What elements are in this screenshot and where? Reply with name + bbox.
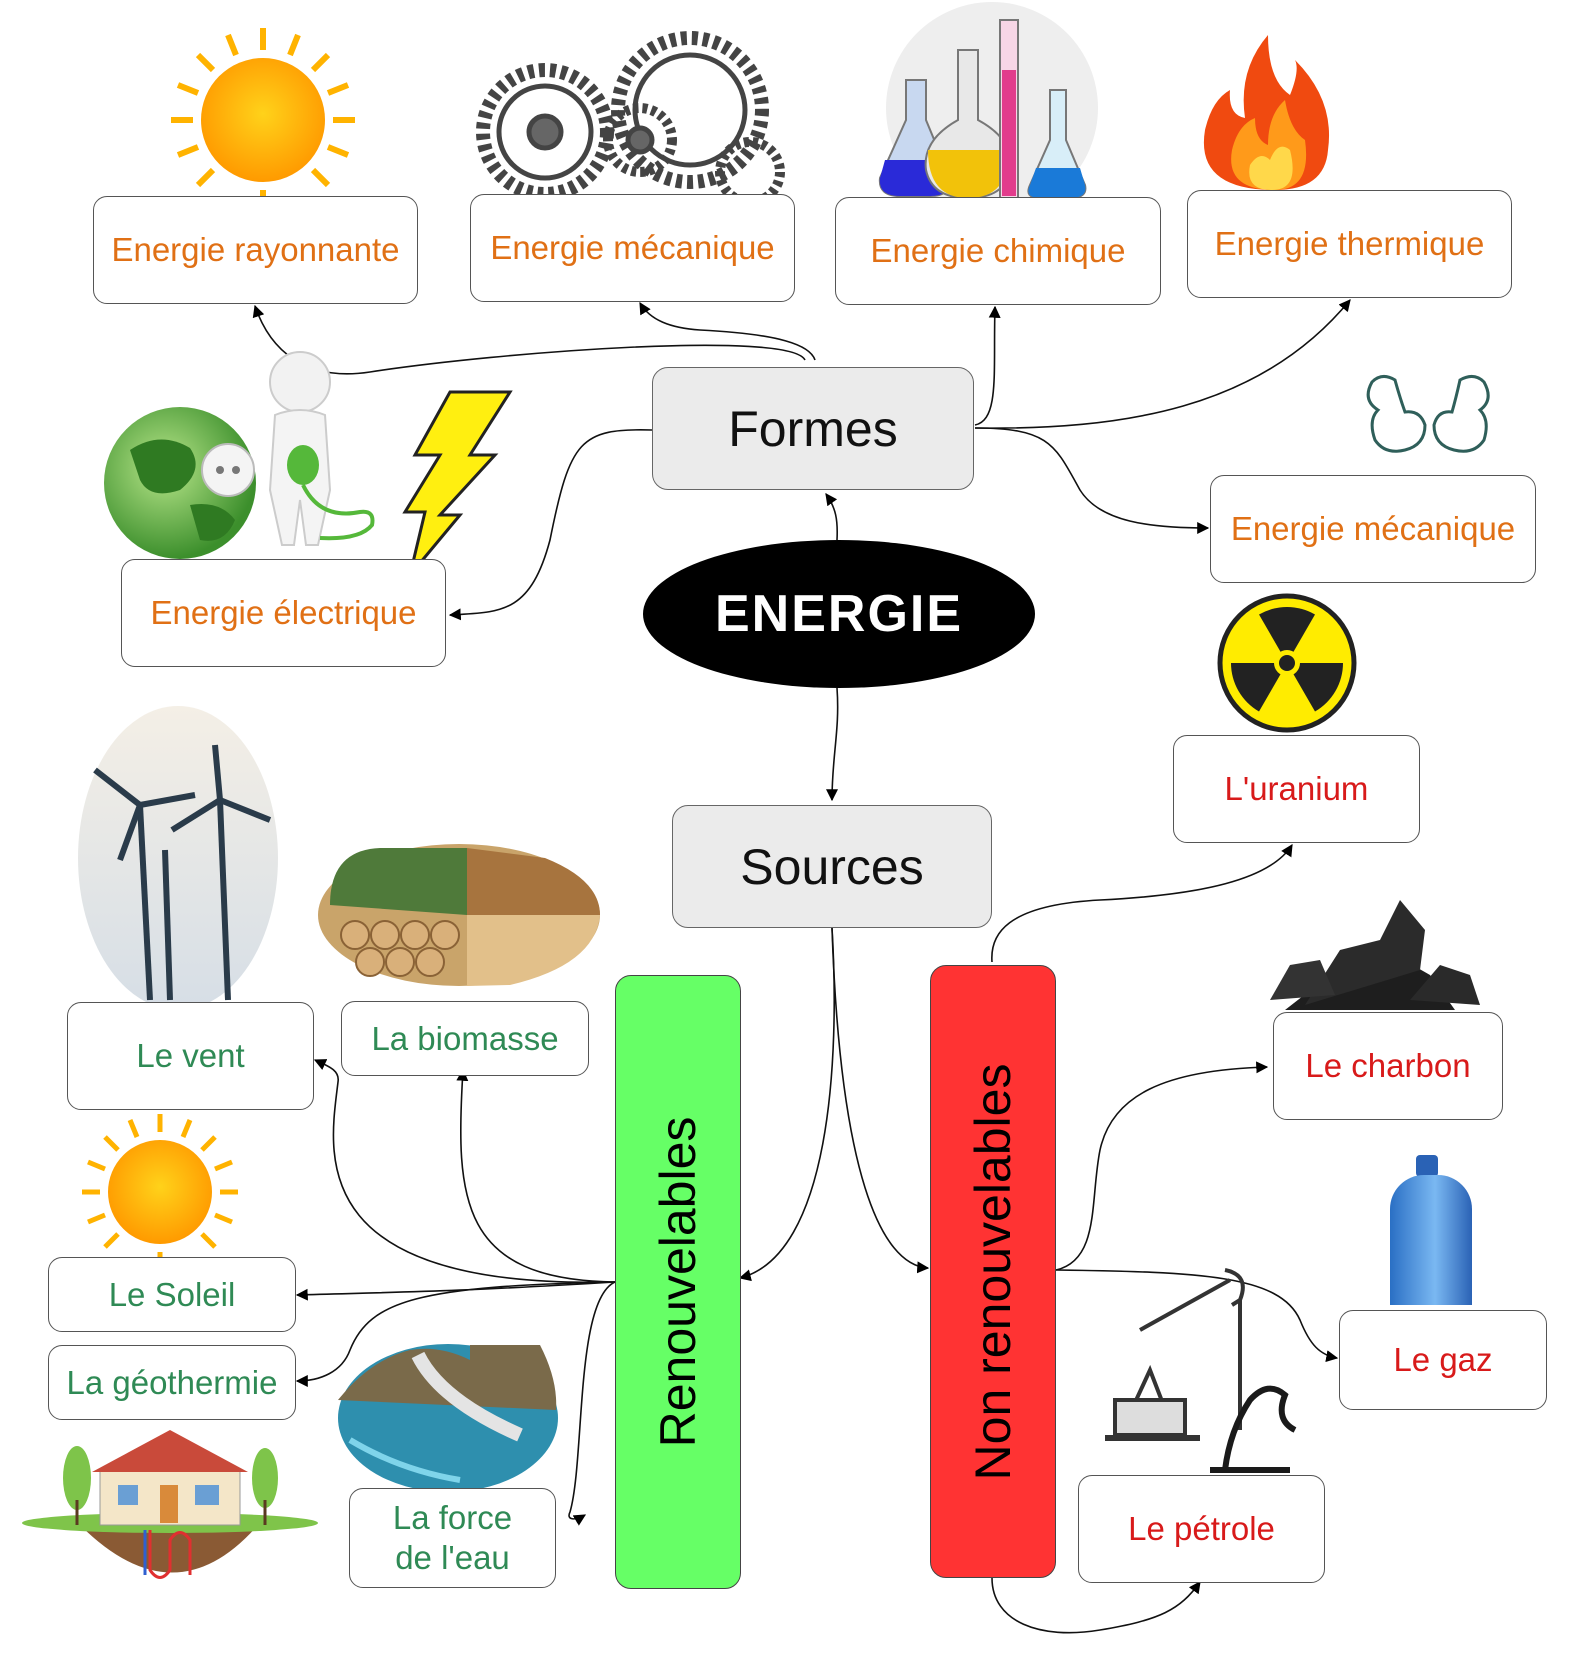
- la-biomasse-label: La biomasse: [371, 1019, 559, 1057]
- le-charbon-label: Le charbon: [1305, 1047, 1471, 1084]
- energie-label: ENERGIE: [714, 585, 964, 643]
- non-renouvelables-bar[interactable]: Non renouvelables: [930, 965, 1056, 1578]
- energie-rayonnante-label: Energie rayonnante: [111, 231, 400, 268]
- sun-icon: [82, 1114, 238, 1270]
- energie-thermique-node[interactable]: Energie thermique: [1187, 190, 1512, 298]
- la-force-de-l-eau-node[interactable]: La force de l'eau: [349, 1488, 556, 1588]
- le-vent-node[interactable]: Le vent: [67, 1002, 314, 1110]
- edge-formes-rayonnante: [252, 304, 806, 375]
- energie-chimique-node[interactable]: Energie chimique: [835, 197, 1161, 305]
- l-uranium-node[interactable]: L'uranium: [1173, 735, 1420, 843]
- la-force-de-l-eau-label: La force de l'eau: [392, 1499, 513, 1576]
- le-gaz-label: Le gaz: [1393, 1341, 1493, 1378]
- edge-ren-soleil: [295, 1281, 616, 1301]
- renouvelables-label: Renouvelables: [650, 1116, 706, 1448]
- edge-nonren-gaz: [1055, 1269, 1339, 1363]
- le-soleil-label: Le Soleil: [108, 1275, 236, 1313]
- radiation-icon: [1217, 593, 1357, 733]
- gas-bottle-icon: [1390, 1155, 1472, 1305]
- edge-ren-eau: [568, 1281, 616, 1526]
- edge-formes-thermique: [974, 299, 1351, 429]
- la-geothermie-label: La géothermie: [66, 1363, 278, 1401]
- edge-energie-sources: [826, 687, 839, 802]
- l-uranium-label: L'uranium: [1224, 770, 1369, 807]
- edge-formes-mecanique-1: [639, 301, 816, 361]
- edge-formes-chimique: [974, 305, 1001, 426]
- energie-thermique-label: Energie thermique: [1214, 225, 1485, 262]
- gears-icon: [476, 31, 785, 207]
- energie-mecanique-node[interactable]: Energie mécanique: [470, 194, 795, 302]
- edge-ren-geothermie: [295, 1281, 616, 1387]
- lightning-icon: [402, 390, 513, 576]
- muscles-icon: [1366, 375, 1490, 453]
- sources-node[interactable]: Sources: [672, 805, 992, 928]
- edge-formes-mecanique-2: [974, 427, 1210, 534]
- la-biomasse-node[interactable]: La biomasse: [341, 1001, 589, 1076]
- oil-pump-icon: [1105, 1268, 1297, 1473]
- edge-sources-non-renouvelables: [831, 927, 930, 1274]
- edge-nonren-charbon: [1055, 1061, 1269, 1271]
- sun-icon: [171, 28, 355, 212]
- edge-ren-vent: [313, 1059, 616, 1284]
- energie-mecanique-2-label: Energie mécanique: [1230, 510, 1516, 547]
- wind-turbines-icon: [78, 706, 278, 1010]
- flame-icon: [1203, 35, 1330, 190]
- le-vent-label: Le vent: [136, 1037, 245, 1074]
- dam-icon: [338, 1344, 558, 1492]
- energie-mecanique-label: Energie mécanique: [490, 229, 775, 266]
- earth-plug-icon: [104, 351, 375, 559]
- formes-node[interactable]: Formes: [652, 367, 974, 490]
- le-soleil-node[interactable]: Le Soleil: [48, 1257, 296, 1332]
- edge-nonren-petrole: [991, 1577, 1201, 1634]
- energie-chimique-label: Energie chimique: [870, 232, 1126, 269]
- energie-rayonnante-node[interactable]: Energie rayonnante: [93, 196, 418, 304]
- wood-logs-icon: [318, 844, 600, 986]
- geothermal-house-icon: [22, 1430, 318, 1579]
- formes-label: Formes: [728, 400, 898, 457]
- la-geothermie-node[interactable]: La géothermie: [48, 1345, 296, 1420]
- energie-electrique-label: Energie électrique: [150, 594, 417, 631]
- le-petrole-label: Le pétrole: [1128, 1510, 1275, 1547]
- le-gaz-node[interactable]: Le gaz: [1339, 1310, 1547, 1410]
- edge-ren-biomasse: [456, 1068, 616, 1283]
- le-charbon-node[interactable]: Le charbon: [1273, 1012, 1503, 1120]
- edge-nonren-uranium: [991, 843, 1293, 963]
- sources-label: Sources: [740, 838, 924, 895]
- coal-icon: [1270, 900, 1480, 1010]
- lab-flasks-icon: [878, 2, 1098, 214]
- energie-electrique-node[interactable]: Energie électrique: [121, 559, 446, 667]
- energie-center-node[interactable]: ENERGIE: [643, 540, 1035, 688]
- edge-formes-electrique: [448, 429, 653, 621]
- non-renouvelables-label: Non renouvelables: [965, 1063, 1021, 1480]
- le-petrole-node[interactable]: Le pétrole: [1078, 1475, 1325, 1583]
- renouvelables-bar[interactable]: Renouvelables: [615, 975, 741, 1589]
- edge-energie-formes: [825, 493, 839, 541]
- energie-mecanique-2-node[interactable]: Energie mécanique: [1210, 475, 1536, 583]
